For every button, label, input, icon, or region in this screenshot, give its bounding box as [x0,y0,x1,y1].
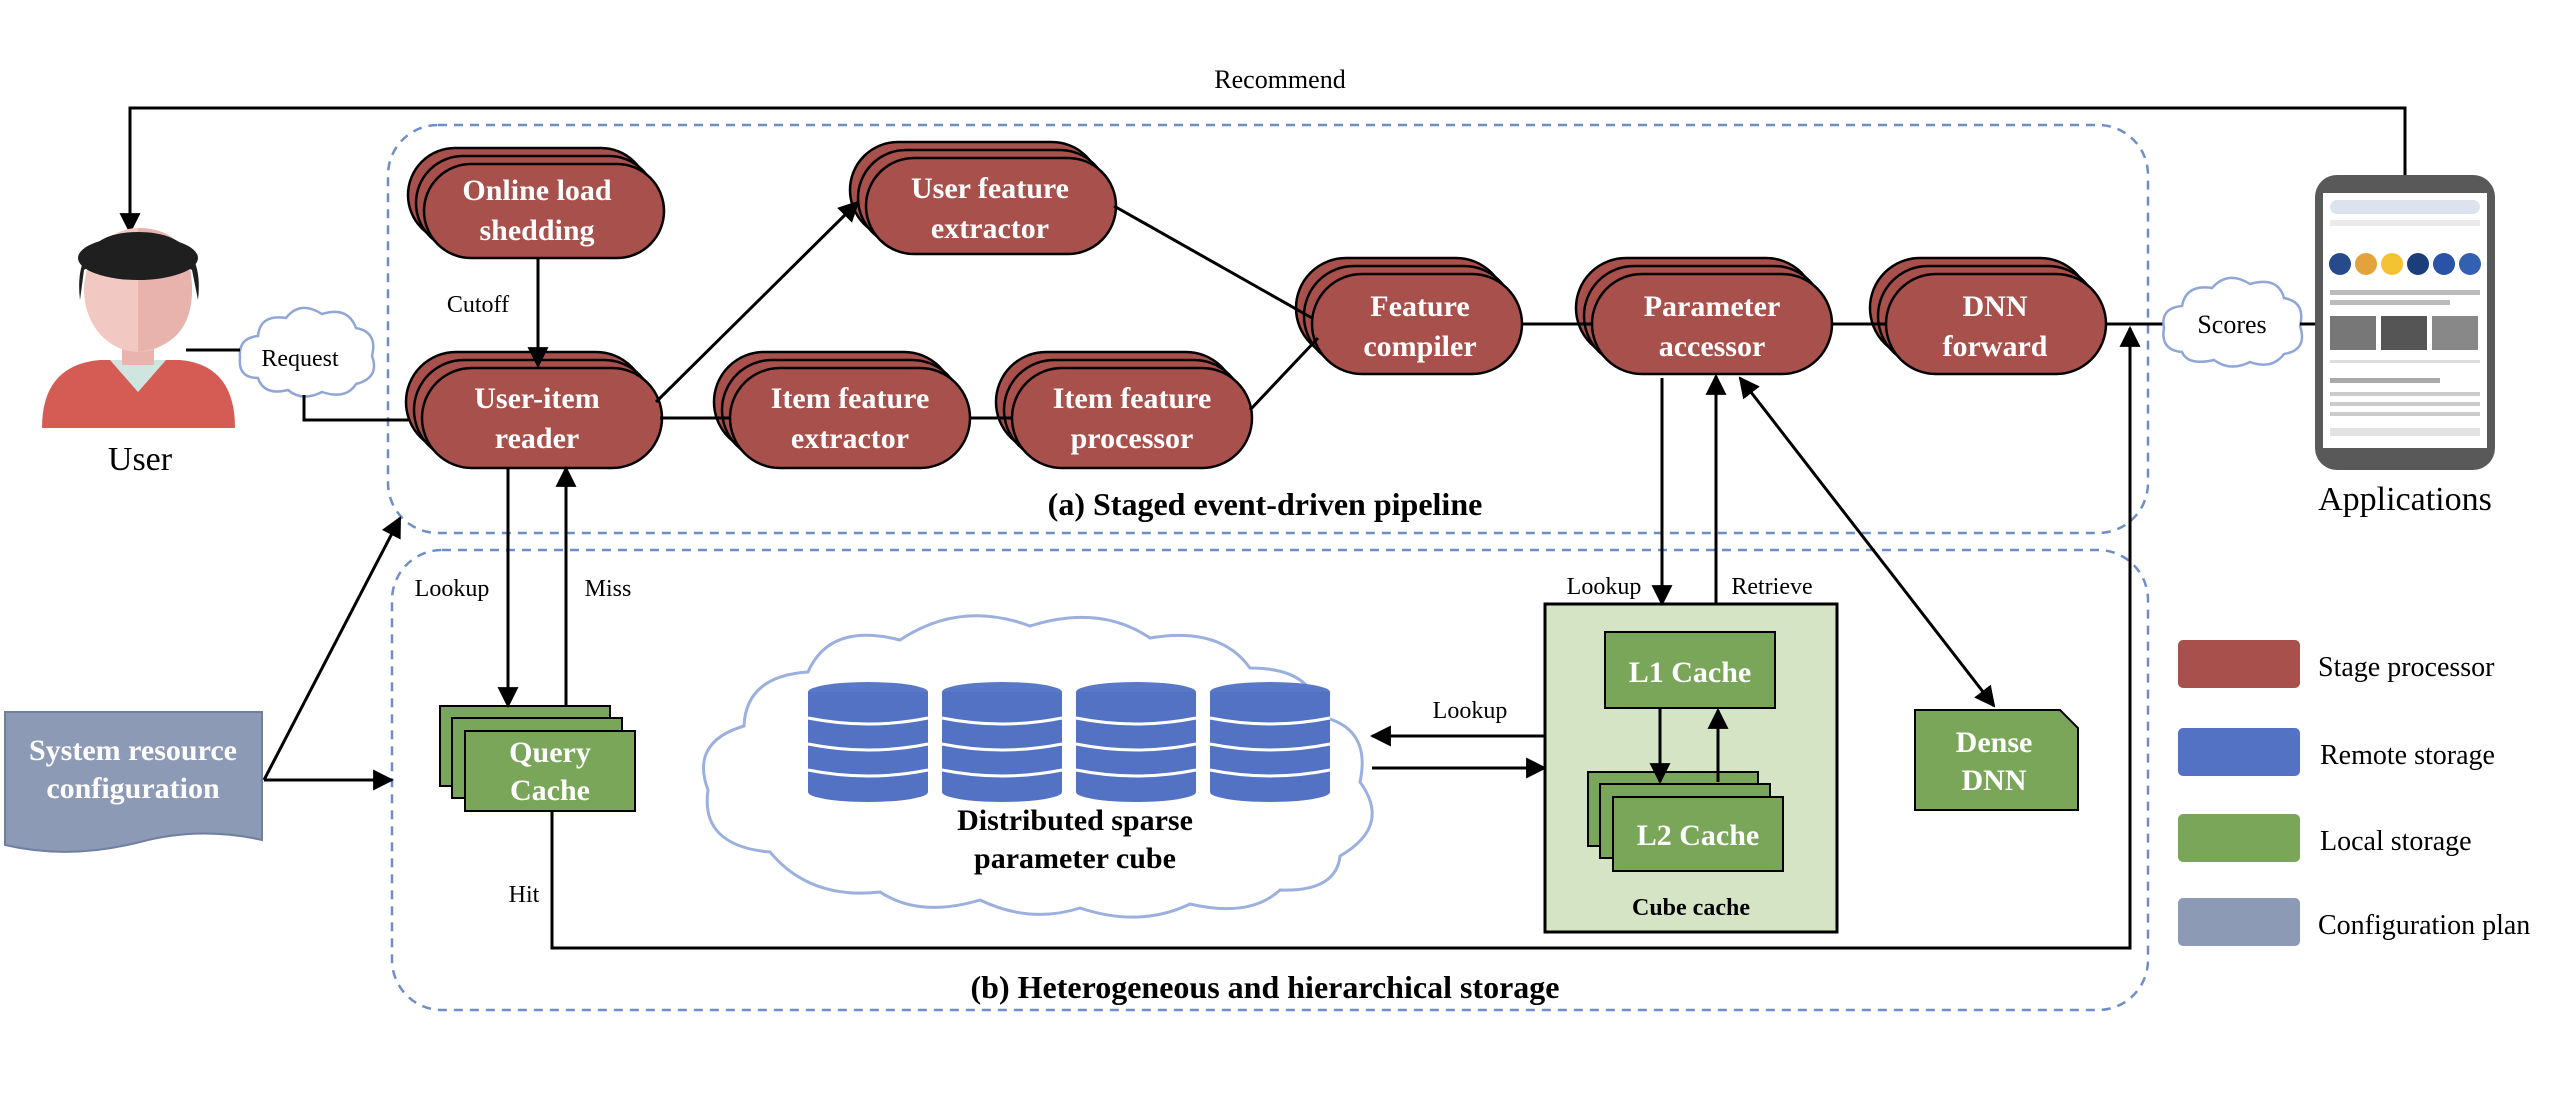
reader-to-user-feature-arrow [654,200,860,404]
database-icon-4 [1208,680,1332,804]
scores-cloud-icon [2162,276,2304,368]
cube-cache-label: Cube cache [1632,895,1750,921]
stage-online-load-shedding: Online load shedding [406,146,666,260]
query-cache-line1: Query [509,736,591,769]
stage-dnn-forward: DNN forward [1868,256,2108,376]
item-extractor-line1: Item feature [771,382,930,415]
lookup-right-label: Lookup [1567,574,1642,600]
user-item-line1: User-item [474,382,599,415]
l1-cache-node: L1 Cache [1604,631,1776,709]
stage-feature-compiler: Feature compiler [1294,256,1524,376]
dnn-forward-line1: DNN [1963,290,2028,323]
request-label: Request [261,346,339,372]
hit-label: Hit [509,882,540,908]
applications-label: Applications [2318,481,2492,518]
item-extractor-line2: extractor [791,422,909,455]
dense-dnn-line2: DNN [1962,764,2027,797]
legend-label-remote: Remote storage [2320,740,2495,771]
parameter-accessor-line1: Parameter [1644,290,1781,323]
config-line2: configuration [46,772,220,805]
legend-label-local: Local storage [2320,826,2472,857]
item-processor-line2: processor [1071,422,1194,455]
request-cloud-icon [238,306,376,398]
config-plan-node: System resource configuration [4,711,263,853]
legend-swatch-config [2178,898,2300,946]
sparse-cube-line1: Distributed sparse [957,804,1193,837]
legend-swatch-local [2178,814,2300,862]
feature-compiler-line1: Feature [1370,290,1469,323]
stage-item-feature-processor: Item feature processor [994,350,1254,470]
lookup-cube-label: Lookup [1433,698,1508,724]
recommend-arrow [119,106,2407,235]
stage-item-feature-extractor: Item feature extractor [712,350,972,470]
parameter-accessor-line2: accessor [1659,330,1766,363]
item-processor-to-compiler-line [1248,336,1320,412]
query-cache-line2: Cache [510,774,590,807]
l1-cache-label: L1 Cache [1629,656,1752,689]
request-to-reader-line [302,395,410,422]
dnn-forward-line2: forward [1943,330,2048,363]
database-icon-3 [1074,680,1198,804]
query-cache-node: Query Cache [439,705,636,812]
user-label: User [108,441,173,478]
lookup-left-label: Lookup [415,576,490,602]
stage-user-feature-extractor: User feature extractor [848,140,1118,256]
feature-compiler-line2: compiler [1363,330,1476,363]
l2-cache-node: L2 Cache [1587,771,1784,872]
cache-hit-arrow [550,325,2141,950]
scores-label: Scores [2197,310,2266,339]
legend-label-config: Configuration plan [2318,910,2530,941]
dense-dnn-node: Dense DNN [1914,709,2079,811]
user-item-line2: reader [495,422,579,455]
legend: Stage processor Remote storage Local sto… [2178,640,2530,946]
online-load-line1: Online load [462,174,612,207]
recommend-label: Recommend [1214,65,1345,94]
legend-swatch-stage [2178,640,2300,688]
stage-user-item-reader: User-item reader [404,350,664,470]
user-feature-line2: extractor [931,212,1049,245]
storage-section-title: (b) Heterogeneous and hierarchical stora… [971,969,1560,1005]
smartphone-icon [2315,175,2495,470]
database-icon-1 [806,680,930,804]
config-to-pipeline-arrow [262,516,402,781]
dense-dnn-line1: Dense [1956,726,2033,759]
user-feature-line1: User feature [911,172,1069,205]
config-line1: System resource [29,734,237,767]
item-processor-line1: Item feature [1053,382,1212,415]
user-feature-to-compiler-line [1113,204,1313,320]
sparse-cube-line2: parameter cube [974,842,1176,875]
pipeline-section-title: (a) Staged event-driven pipeline [1048,486,1483,522]
user-avatar-icon [42,228,235,428]
stage-parameter-accessor: Parameter accessor [1574,256,1834,376]
legend-swatch-remote [2178,728,2300,776]
database-icon-2 [940,680,1064,804]
retrieve-label: Retrieve [1731,574,1812,600]
cutoff-label: Cutoff [447,292,509,318]
l2-cache-label: L2 Cache [1637,819,1760,852]
legend-label-stage: Stage processor [2318,652,2495,683]
pipeline-section-box [386,123,2150,535]
accessor-dense-dnn-arrow [1738,376,1996,708]
online-load-line2: shedding [479,214,594,247]
miss-label: Miss [585,576,632,602]
